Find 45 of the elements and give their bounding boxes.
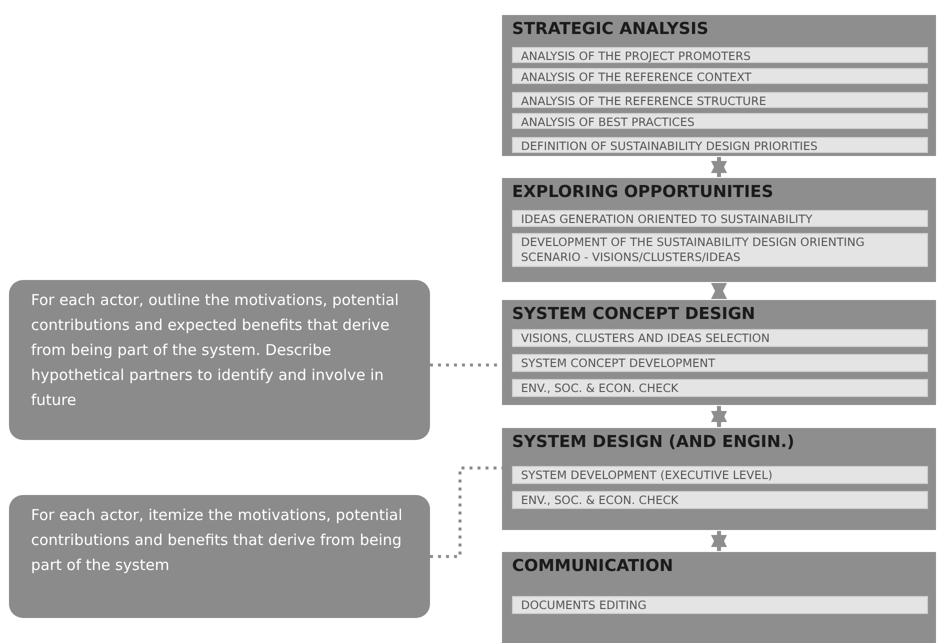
- task-text: SYSTEM DEVELOPMENT (EXECUTIVE LEVEL): [520, 467, 774, 484]
- phase-panel: [502, 552, 936, 643]
- phase-heading: COMMUNICATION: [512, 556, 674, 575]
- task-text: VISIONS, CLUSTERS AND IDEAS SELECTION: [520, 330, 771, 347]
- note-text: For each actor, outline the motivations, potential contributions and expected benefits that derive from being part of the system. Describe hypothetical partners to identify and involve in future: [30, 290, 400, 411]
- phase-heading: STRATEGIC ANALYSIS: [512, 19, 709, 38]
- task-bar: [512, 137, 928, 153]
- phase-panel: [502, 15, 936, 156]
- task-bar: [512, 466, 928, 484]
- task-bar: [512, 47, 928, 63]
- task-text: ANALYSIS OF THE PROJECT PROMOTERS: [520, 48, 752, 65]
- arrow: [711, 283, 727, 299]
- task-bar: [512, 113, 928, 129]
- task-bar: [512, 233, 928, 267]
- dotted-connector: [430, 466, 502, 558]
- task-text: IDEAS GENERATION ORIENTED TO SUSTAINABILITY: [520, 211, 814, 228]
- task-bar: [512, 68, 928, 84]
- phase-panel: [502, 300, 936, 405]
- task-bar: [512, 210, 928, 227]
- phase-heading: SYSTEM DESIGN (AND ENGIN.): [512, 432, 794, 451]
- task-text: DEFINITION OF SUSTAINABILITY DESIGN PRIORITIES: [520, 138, 819, 155]
- task-bar: [512, 92, 928, 108]
- task-bar: [512, 329, 928, 347]
- task-bar: [512, 379, 928, 397]
- note-box: [9, 495, 430, 618]
- arrow: [711, 406, 727, 427]
- task-bar: [512, 354, 928, 372]
- task-text: DEVELOPMENT OF THE SUSTAINABILITY DESIGN ORIENTING SCENARIO - VISIONS/CLUSTERS/IDEAS: [520, 234, 866, 266]
- task-bar: [512, 596, 928, 614]
- task-text: ANALYSIS OF THE REFERENCE STRUCTURE: [520, 93, 768, 110]
- phase-heading: EXPLORING OPPORTUNITIES: [512, 182, 774, 201]
- task-bar: [512, 491, 928, 509]
- task-text: DOCUMENTS EDITING: [520, 597, 648, 614]
- task-text: ENV., SOC. & ECON. CHECK: [520, 380, 680, 397]
- note-box: [9, 280, 430, 440]
- arrow: [711, 531, 727, 551]
- phase-heading: SYSTEM CONCEPT DESIGN: [512, 304, 756, 323]
- phase-panel: [502, 178, 936, 282]
- task-text: ANALYSIS OF THE REFERENCE CONTEXT: [520, 69, 752, 86]
- task-text: ANALYSIS OF BEST PRACTICES: [520, 114, 696, 131]
- note-text: For each actor, itemize the motivations, potential contributions and benefits that derive from being part of the system: [30, 505, 404, 576]
- task-text: ENV., SOC. & ECON. CHECK: [520, 492, 680, 509]
- phase-panel: [502, 428, 936, 530]
- task-text: SYSTEM CONCEPT DEVELOPMENT: [520, 355, 716, 372]
- arrow: [711, 157, 727, 177]
